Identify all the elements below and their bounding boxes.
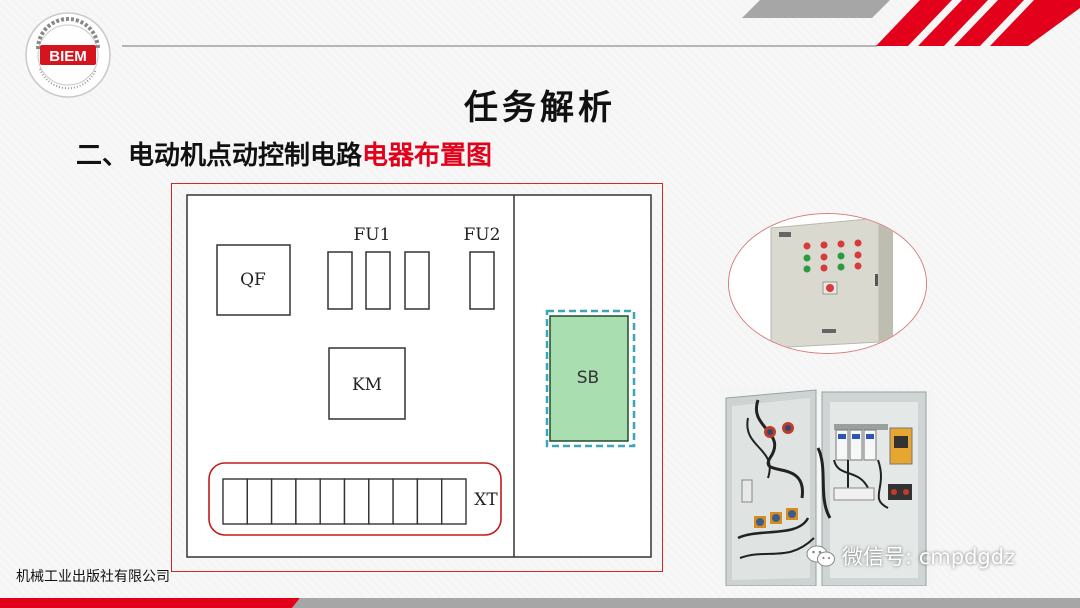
subtitle-main: 二、电动机点动控制电路	[76, 141, 363, 171]
fu1-label: FU1	[354, 225, 391, 245]
cabinet-closed-photo	[728, 213, 927, 354]
fu2-fuse	[469, 251, 495, 310]
header-stripes	[742, 0, 1080, 46]
wechat-icon	[806, 545, 835, 567]
qf-box	[216, 244, 291, 316]
sb-label: SB	[577, 368, 599, 388]
terminal-cell	[270, 478, 297, 525]
section-subtitle: 二、电动机点动控制电路电器布置图	[76, 135, 492, 172]
sb-highlight-outline	[545, 309, 636, 448]
terminal-cell	[368, 478, 394, 525]
fu1-fuse-2	[365, 251, 391, 310]
wechat-watermark: 微信号: cmpdgdz	[806, 541, 1015, 571]
terminal-cell	[295, 478, 321, 525]
logo-text: BIEM	[49, 48, 87, 65]
subtitle-highlight: 电器布置图	[362, 141, 493, 171]
terminal-cell	[246, 478, 273, 525]
terminal-cell	[416, 478, 443, 525]
fu2-label: FU2	[464, 225, 501, 245]
header-divider	[122, 45, 877, 47]
km-box	[328, 347, 406, 420]
fu1-fuse-3	[404, 251, 430, 310]
indicator-lamps	[803, 239, 862, 273]
terminal-cell	[319, 478, 346, 525]
fu1-fuse-1	[327, 251, 353, 310]
qf-label: QF	[240, 270, 266, 290]
km-label: KM	[352, 375, 382, 395]
terminal-strip	[222, 478, 467, 525]
terminal-cell	[392, 478, 419, 525]
footer-bar	[0, 598, 1080, 608]
xt-highlight-outline	[208, 462, 502, 536]
xt-label: XT	[474, 490, 498, 510]
publisher-text: 机械工业出版社有限公司	[16, 569, 170, 585]
page-title: 任务解析	[464, 88, 616, 128]
terminal-cell	[441, 478, 467, 525]
terminal-cell	[222, 478, 248, 525]
terminal-cell	[343, 478, 370, 525]
sb-box	[549, 315, 629, 442]
school-logo: BIEM	[24, 11, 112, 99]
layout-diagram: QF FU1 FU2 KM XT SB	[186, 194, 652, 558]
layout-diagram-frame: QF FU1 FU2 KM XT SB	[171, 183, 663, 572]
door-buttons	[754, 508, 798, 528]
wechat-label: 微信号: cmpdgdz	[842, 545, 1016, 569]
